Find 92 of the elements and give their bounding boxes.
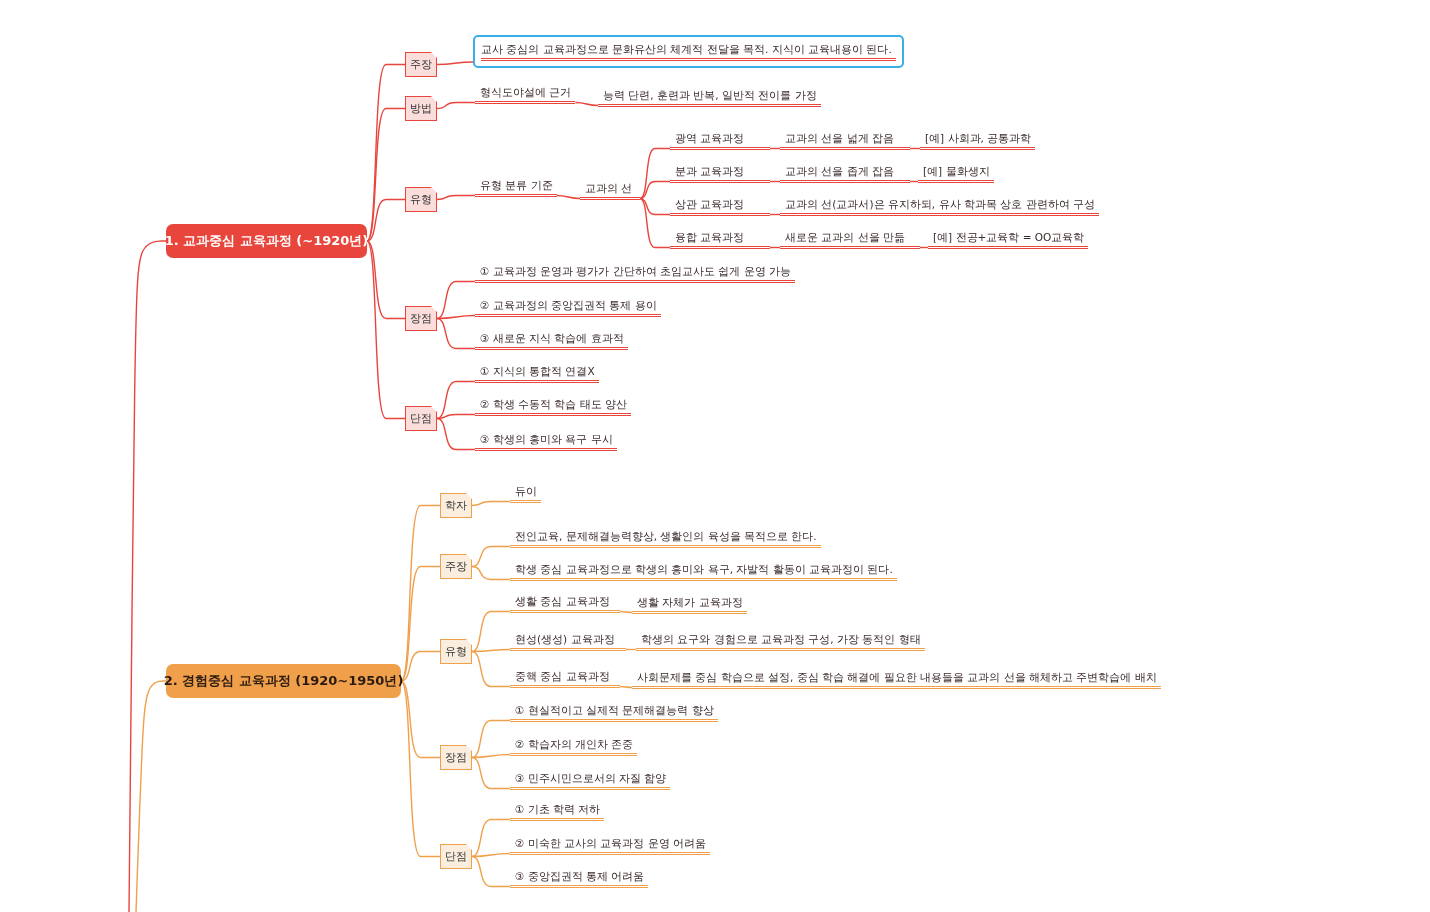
branch-text: 유형 분류 기준 — [475, 178, 557, 197]
connector-line — [135, 680, 167, 912]
connector-line — [436, 317, 476, 350]
connector-line — [639, 180, 671, 200]
connector-line — [909, 147, 921, 150]
category-tag: 방법 — [405, 96, 437, 121]
topic-box: 1. 교과중심 교육과정 (~1920년) — [166, 224, 367, 258]
connector-line — [574, 101, 599, 107]
branch-text: ① 현실적이고 실제적 문제해결능력 향상 — [510, 703, 718, 722]
category-tag: 유형 — [405, 187, 437, 212]
branch-text: [예] 사회과, 공통과학 — [920, 131, 1036, 150]
branch-text: 형식도야설에 근거 — [475, 85, 576, 104]
branch-text: 분과 교육과정 — [670, 164, 770, 183]
connector-line — [471, 545, 511, 568]
branch-text: 전인교육, 문제해결능력향상, 생활인의 육성을 목적으로 한다. — [510, 529, 821, 548]
branch-text: [예] 물화생지 — [918, 164, 994, 183]
connector-line — [366, 63, 406, 242]
branch-text: ③ 중앙집권적 통제 어려움 — [510, 869, 649, 888]
branch-text: 새로운 교과의 선을 만듦 — [780, 230, 920, 249]
category-tag: 단점 — [405, 406, 437, 431]
connector-line — [471, 650, 511, 688]
connector-line — [556, 194, 581, 200]
connector-line — [909, 180, 919, 183]
branch-text: 사회문제를 중심 학습으로 설정, 중심 학습 해결에 필요한 내용들을 교과의 선을 해체하고 주변학습에 배치 — [632, 670, 1161, 689]
connector-line — [619, 610, 633, 614]
branch-text: ③ 학생의 흥미와 욕구 무시 — [475, 432, 617, 451]
connector-line — [639, 147, 671, 200]
connector-line — [436, 101, 476, 110]
branch-text: ① 지식의 통합적 연결X — [475, 364, 599, 383]
branch-text: ② 학생 수동적 학습 태도 양산 — [475, 397, 632, 416]
connector-line — [919, 246, 929, 249]
category-tag: 주장 — [405, 52, 437, 77]
connector-line — [436, 417, 476, 451]
branch-text: ② 미숙한 교사의 교육과정 운영 어려움 — [510, 836, 711, 855]
connector-line — [436, 280, 476, 320]
connector-line — [366, 107, 406, 242]
connector-line — [619, 685, 633, 689]
category-tag: 장점 — [440, 745, 472, 770]
branch-text: 생활 중심 교육과정 — [510, 594, 620, 613]
branch-text: 융합 교육과정 — [670, 230, 770, 249]
topic-box: 2. 경험중심 교육과정 (1920~1950년) — [166, 664, 401, 698]
branch-text: 듀이 — [510, 484, 541, 503]
connector-line — [366, 240, 406, 420]
connector-line — [366, 198, 406, 242]
branch-text: ① 기초 학력 저하 — [510, 802, 605, 821]
branch-text: 교과의 선 — [580, 181, 640, 200]
connector-line — [436, 61, 474, 66]
connector-line — [436, 380, 476, 420]
branch-text: 학생의 요구와 경험으로 교육과정 구성, 가장 동적인 형태 — [636, 632, 925, 651]
connector-line — [471, 818, 511, 858]
connector-line — [400, 565, 441, 682]
connector-line — [769, 147, 781, 150]
branch-text: 교과의 선을 넓게 잡음 — [780, 131, 910, 150]
connector-line — [471, 565, 511, 581]
branch-text: 교과의 선을 좁게 잡음 — [780, 164, 910, 183]
category-tag: 유형 — [440, 639, 472, 664]
branch-text: ② 학습자의 개인차 존중 — [510, 737, 638, 756]
highlighted-text-box: 교사 중심의 교육과정으로 문화유산의 체계적 전달을 목적. 지식이 교육내용이 된다. — [473, 35, 904, 68]
connector-line — [471, 610, 511, 653]
connector-line — [400, 680, 441, 858]
connector-line — [400, 680, 441, 759]
connector-line — [400, 650, 441, 682]
branch-text: ③ 새로운 지식 학습에 효과적 — [475, 331, 628, 350]
branch-text: ③ 민주시민으로서의 자질 함양 — [510, 771, 671, 790]
connector-line — [436, 194, 476, 201]
connector-line — [471, 855, 511, 888]
category-tag: 단점 — [440, 844, 472, 869]
branch-text: 학생 중심 교육과정으로 학생의 흥미와 욕구, 자발적 활동이 교육과정이 된다. — [510, 562, 897, 581]
branch-text: ① 교육과정 운영과 평가가 간단하여 초임교사도 쉽게 운영 가능 — [475, 264, 796, 283]
connector-line — [471, 756, 511, 790]
connector-line — [769, 213, 781, 216]
connector-line — [471, 500, 511, 507]
branch-text: ② 교육과정의 중앙집권적 통제 용이 — [475, 298, 661, 317]
branch-text: 생활 자체가 교육과정 — [632, 595, 747, 614]
connector-line — [769, 180, 781, 183]
category-tag: 주장 — [440, 554, 472, 579]
branch-text: 상관 교육과정 — [670, 197, 770, 216]
connector-line — [639, 197, 671, 216]
connector-line — [625, 648, 637, 651]
connector-line — [769, 246, 781, 249]
category-tag: 장점 — [405, 306, 437, 331]
branch-text: 능력 단련, 훈련과 반복, 일반적 전이를 가정 — [598, 88, 821, 107]
connector-line — [471, 719, 511, 759]
connector-line — [128, 240, 167, 912]
connector-line — [639, 197, 671, 249]
branch-text: 중핵 중심 교육과정 — [510, 669, 620, 688]
category-tag: 학자 — [440, 493, 472, 518]
connector-line — [366, 240, 406, 320]
branch-text: 광역 교육과정 — [670, 131, 770, 150]
branch-text: [예] 전공+교육학 = OO교육학 — [928, 230, 1089, 249]
branch-text: 교과의 선(교과서)은 유지하되, 유사 학과목 상호 관련하여 구성 — [780, 197, 1099, 216]
branch-text: 현성(생성) 교육과정 — [510, 632, 626, 651]
